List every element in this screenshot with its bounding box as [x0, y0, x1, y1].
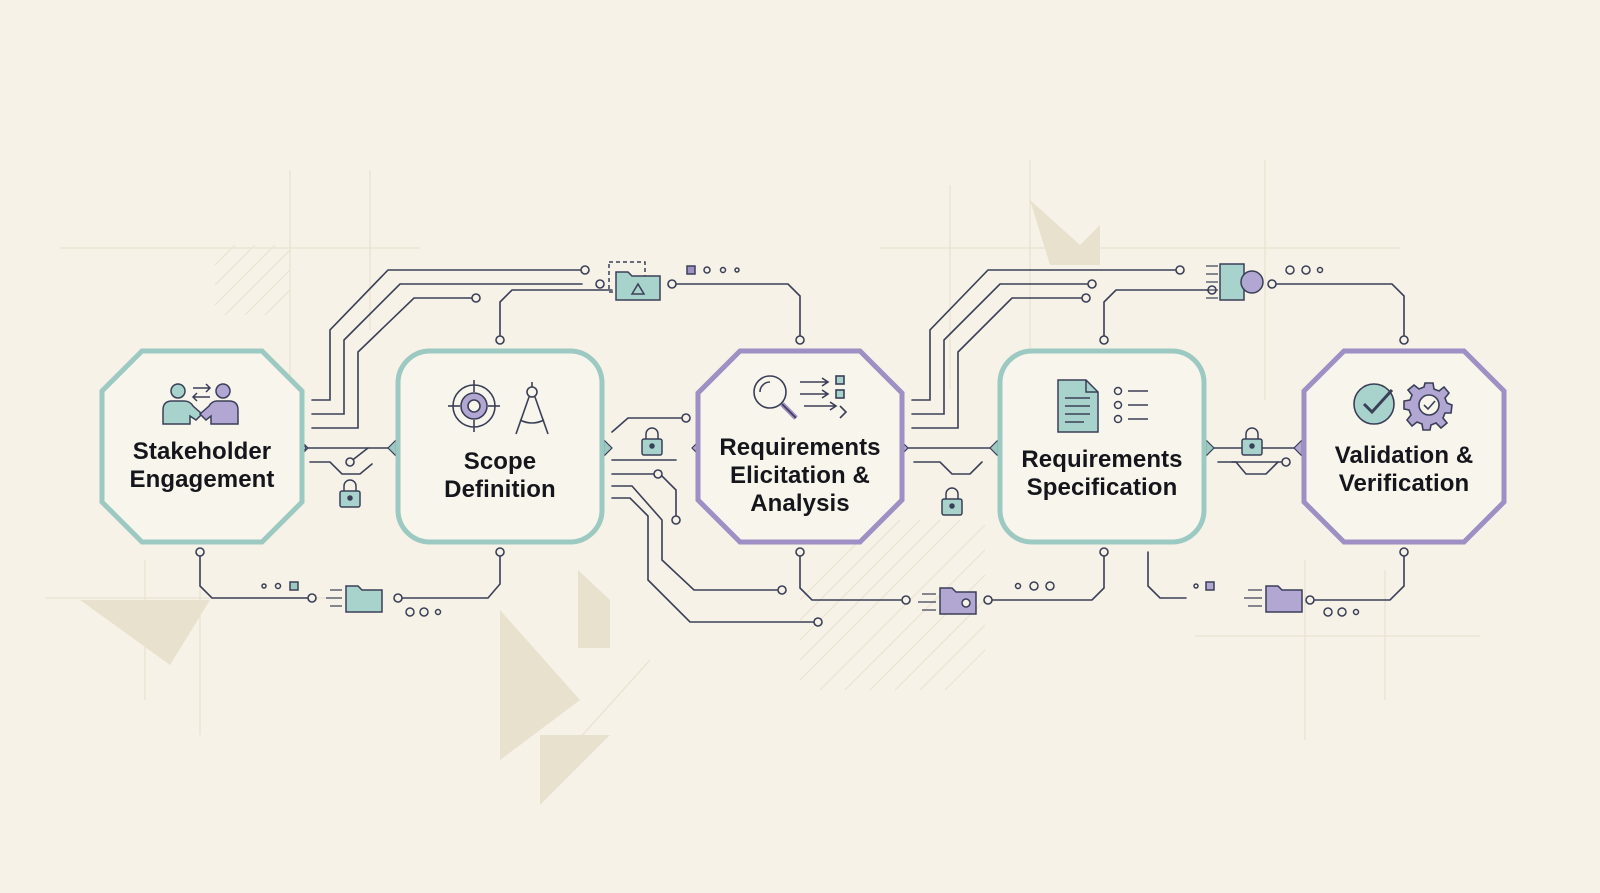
document-list-icon — [1057, 379, 1148, 433]
server-icon — [1206, 263, 1264, 301]
check-gear-icon — [1353, 382, 1453, 431]
stage-box-specification — [997, 348, 1207, 545]
stage-shapes — [99, 348, 1507, 545]
magnifier-flow-icon — [753, 375, 848, 420]
background-decor — [45, 160, 1480, 805]
lock-icon — [339, 427, 1263, 516]
stage-box-scope — [395, 348, 605, 545]
circuit-nodes — [195, 265, 1409, 627]
stage-box-stakeholder — [99, 348, 305, 545]
folder-icon — [326, 261, 1303, 615]
dots-icon — [261, 265, 1360, 617]
stage-box-validation — [1301, 348, 1507, 545]
handshake-people-icon — [162, 383, 239, 425]
stage-box-elicitation — [695, 348, 905, 545]
circuit-lines — [199, 269, 1405, 623]
target-compass-icon — [448, 380, 549, 435]
